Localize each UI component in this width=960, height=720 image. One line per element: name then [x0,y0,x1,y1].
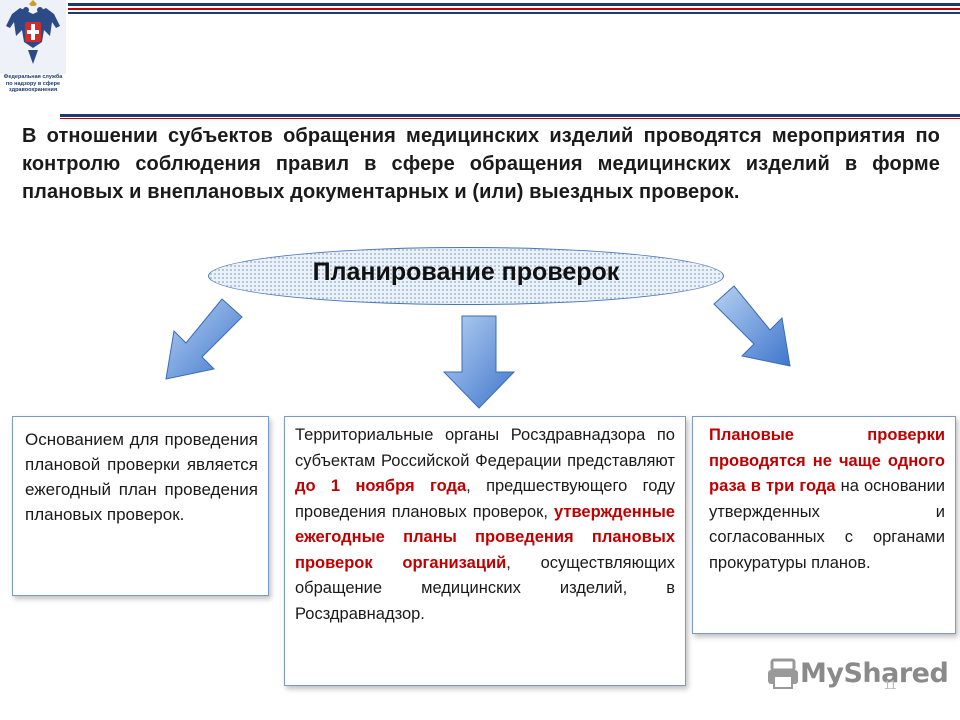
logo-caption: Федеральная служба по надзору в сфере зд… [3,74,63,93]
logo: Федеральная служба по надзору в сфере зд… [0,0,66,98]
left-box-text: Основанием для проведения плановой прове… [25,430,258,524]
middle-box-text-part3: , осуществляющих обращение медицинских и… [295,553,675,623]
arrow-down-icon [442,315,516,409]
right-box-text-part2: на основании утвержденных и согласованны… [709,477,946,572]
watermark-brand: MyShared [800,658,949,689]
right-box-frequency-highlight: Плановые проверки проводятся не чаще одн… [709,426,945,495]
emblem-eagle-icon [0,0,66,74]
planning-title: Планирование проверок [312,258,620,286]
right-info-box: Плановые проверки проводятся не чаще одн… [692,416,956,634]
middle-box-text-part2: , предшествующего году проведения планов… [295,477,675,521]
header-divider [60,114,960,117]
middle-info-box: Территориальные органы Росздравнадзора п… [284,416,686,686]
middle-box-plans-highlight: утвержденные ежегодные планы проведения … [295,502,675,572]
header-stripe-top [68,3,960,6]
page-number: 11 [884,678,897,692]
header-stripe-bottom [68,12,960,14]
intro-paragraph: В отношении субъектов обращения медицинс… [22,125,940,203]
left-info-box: Основанием для проведения плановой прове… [12,416,269,596]
right-box-text: Плановые проверки проводятся не чаще одн… [709,423,945,576]
arrow-down-right-icon [713,285,791,367]
header-stripe-middle [68,8,960,10]
middle-box-text: Территориальные органы Росздравнадзора п… [295,423,675,627]
middle-box-deadline: до 1 ноября года [295,477,467,495]
planning-ellipse [208,247,724,305]
arrow-down-left-icon [165,298,243,380]
myshared-logo-icon [768,658,798,689]
middle-box-text-part1: Территориальные органы Росздравнадзора п… [295,426,675,470]
header-divider-red [60,118,960,119]
